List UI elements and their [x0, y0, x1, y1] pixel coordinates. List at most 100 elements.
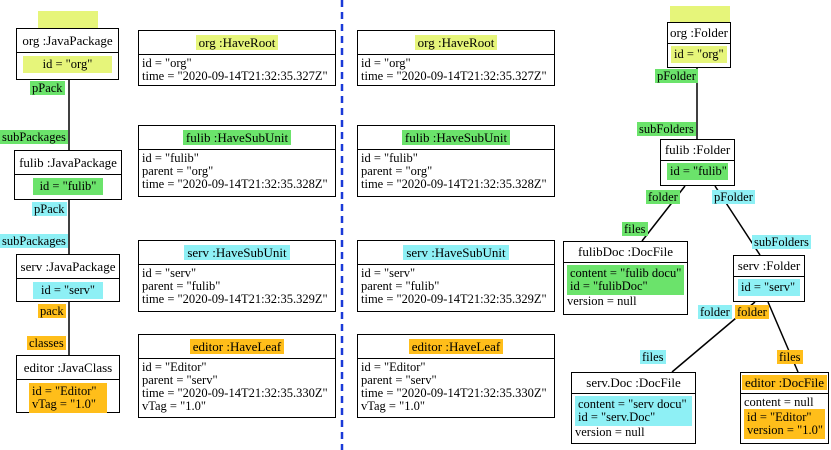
title-text: serv :HaveSubUnit: [184, 245, 290, 260]
node-title: org :JavaPackage: [17, 29, 118, 53]
node-extra: content = null: [744, 395, 814, 409]
node-attrs: id = "fulib": [33, 178, 103, 195]
attr-parent: parent = "org": [142, 164, 214, 178]
event1-havesubunit-fulib-node: fulib :HaveSubUnit id = "fulib" parent =…: [138, 125, 336, 197]
event2-haveroot-node: org :HaveRoot id = "org" time = "2020-09…: [357, 30, 555, 86]
fulibdoc-docfile-node: fulibDoc :DocFile content = "fulib docu"…: [563, 241, 688, 315]
serv-javapackage-node: serv :JavaPackage id = "serv": [16, 254, 120, 302]
node-title: fulibDoc :DocFile: [564, 242, 687, 263]
title-text: fulib :HaveSubUnit: [401, 130, 511, 145]
attr-id: id = "Editor": [142, 360, 207, 374]
event1-haveroot-node: org :HaveRoot id = "org" time = "2020-09…: [138, 30, 336, 86]
attr-id: id = "fulib": [142, 151, 199, 165]
node-title: serv :HaveSubUnit: [139, 241, 335, 265]
fulib-folder-node: fulib :Folder id = "fulib": [660, 139, 735, 186]
editor-javaclass-node: editor :JavaClass id = "Editor" vTag = "…: [16, 355, 120, 413]
event2-haveleaf-node: editor :HaveLeaf id = "Editor" parent = …: [357, 334, 555, 418]
attr-id: id = "fulib": [361, 151, 418, 165]
attr-id: id = "serv": [40, 283, 96, 297]
title-text: org :HaveRoot: [195, 35, 279, 50]
attr-id: id = "org": [674, 47, 724, 61]
attr-time: time = "2020-09-14T21:32:35.330Z": [142, 386, 328, 400]
node-attrs: id = "serv" parent = "fulib" time = "202…: [358, 265, 554, 308]
fulib-javapackage-node: fulib :JavaPackage id = "fulib": [14, 150, 122, 200]
node-attrs: id = "org" time = "2020-09-14T21:32:35.3…: [139, 55, 335, 85]
label-files-3: files: [777, 350, 803, 364]
attr-time: time = "2020-09-14T21:32:35.327Z": [142, 69, 328, 83]
attr-parent: parent = "org": [361, 164, 433, 178]
node-attrs: id = "Editor" parent = "serv" time = "20…: [139, 359, 335, 415]
label-folder-green: folder: [646, 190, 680, 204]
node-attrs: id = "fulib": [667, 163, 728, 180]
attr-parent: parent = "serv": [142, 373, 218, 387]
node-extra: version = null: [575, 425, 645, 439]
label-pack: pack: [38, 304, 66, 318]
attr-id: id = "org": [42, 57, 93, 71]
node-title: org :HaveRoot: [139, 31, 335, 55]
node-attrs: id = "Editor" vTag = "1.0": [29, 383, 107, 413]
attr-time: time = "2020-09-14T21:32:35.328Z": [142, 177, 328, 191]
empty-swatch-left: [38, 11, 98, 28]
attr-id: id = "serv": [361, 266, 416, 280]
label-folder-cyan: folder: [698, 305, 732, 319]
node-attrs: id = "fulib" parent = "org" time = "2020…: [139, 150, 335, 193]
label-pfolder-2: pFolder: [712, 190, 755, 204]
attr-time: time = "2020-09-14T21:32:35.329Z": [142, 292, 328, 306]
event2-havesubunit-fulib-node: fulib :HaveSubUnit id = "fulib" parent =…: [357, 125, 555, 197]
attr-time: time = "2020-09-14T21:32:35.328Z": [361, 177, 547, 191]
servdoc-docfile-node: serv.Doc :DocFile content = "serv docu" …: [571, 372, 696, 444]
label-ppack-1: pPack: [30, 81, 65, 95]
label-subfolders-2: subFolders: [752, 235, 811, 249]
node-title: fulib :JavaPackage: [15, 151, 121, 175]
node-attrs: id = "serv": [33, 282, 103, 299]
node-attrs: id = "serv" parent = "fulib" time = "202…: [139, 265, 335, 308]
node-title: serv.Doc :DocFile: [572, 373, 695, 394]
node-title: editor :HaveLeaf: [139, 335, 335, 359]
label-folder-orange: folder: [735, 305, 769, 319]
node-attrs: id = "org" time = "2020-09-14T21:32:35.3…: [358, 55, 554, 85]
node-title: serv :Folder: [734, 256, 804, 277]
attr-time: time = "2020-09-14T21:32:35.329Z": [361, 292, 547, 306]
attr-parent: parent = "serv": [361, 373, 437, 387]
attr-content: content = "fulib docu": [570, 266, 682, 280]
title-text: editor :DocFile: [742, 375, 828, 390]
label-files-2: files: [640, 350, 666, 364]
node-attrs: id = "Editor" parent = "serv" time = "20…: [358, 359, 554, 415]
label-classes: classes: [27, 336, 66, 350]
label-pfolder-1: pFolder: [655, 69, 698, 83]
node-title: editor :HaveLeaf: [358, 335, 554, 359]
node-attrs: id = "serv": [738, 279, 800, 296]
attr-vtag: vTag = "1.0": [361, 399, 425, 413]
label-files-1: files: [622, 222, 648, 236]
node-title: fulib :HaveSubUnit: [358, 126, 554, 150]
node-attrs: id = "org": [671, 46, 727, 63]
attr-vtag: vTag = "1.0": [142, 399, 206, 413]
attr-id: id = "serv": [741, 280, 796, 294]
serv-folder-node: serv :Folder id = "serv": [733, 255, 805, 302]
node-extra: version = null: [567, 294, 637, 308]
event2-havesubunit-serv-node: serv :HaveSubUnit id = "serv" parent = "…: [357, 240, 555, 312]
attr-time: time = "2020-09-14T21:32:35.330Z": [361, 386, 547, 400]
org-javapackage-node: org :JavaPackage id = "org": [16, 28, 119, 80]
attr-id: id = "serv": [142, 266, 197, 280]
node-attrs: id = "Editor" version = "1.0": [744, 409, 825, 439]
node-attrs: content = "fulib docu" id = "fulibDoc": [567, 265, 684, 295]
empty-swatch-right: [670, 6, 730, 22]
attr-content: content = "serv docu": [578, 397, 687, 411]
attr-id: id = "serv.Doc": [578, 410, 656, 424]
node-attrs: id = "org": [23, 56, 112, 73]
label-subfolders-1: subFolders: [637, 122, 696, 136]
attr-version: version = "1.0": [747, 423, 823, 437]
title-text: serv :HaveSubUnit: [403, 245, 509, 260]
attr-parent: parent = "fulib": [142, 279, 221, 293]
title-text: fulib :HaveSubUnit: [182, 130, 292, 145]
attr-vtag: vTag = "1.0": [32, 397, 96, 411]
attr-id: id = "Editor": [32, 384, 97, 398]
event1-haveleaf-node: editor :HaveLeaf id = "Editor" parent = …: [138, 334, 336, 418]
org-folder-node: org :Folder id = "org": [667, 22, 731, 68]
event1-havesubunit-serv-node: serv :HaveSubUnit id = "serv" parent = "…: [138, 240, 336, 312]
attr-id: id = "org": [361, 56, 411, 70]
attr-id: id = "Editor": [747, 410, 812, 424]
attr-id: id = "fulib": [670, 164, 727, 178]
attr-parent: parent = "fulib": [361, 279, 440, 293]
